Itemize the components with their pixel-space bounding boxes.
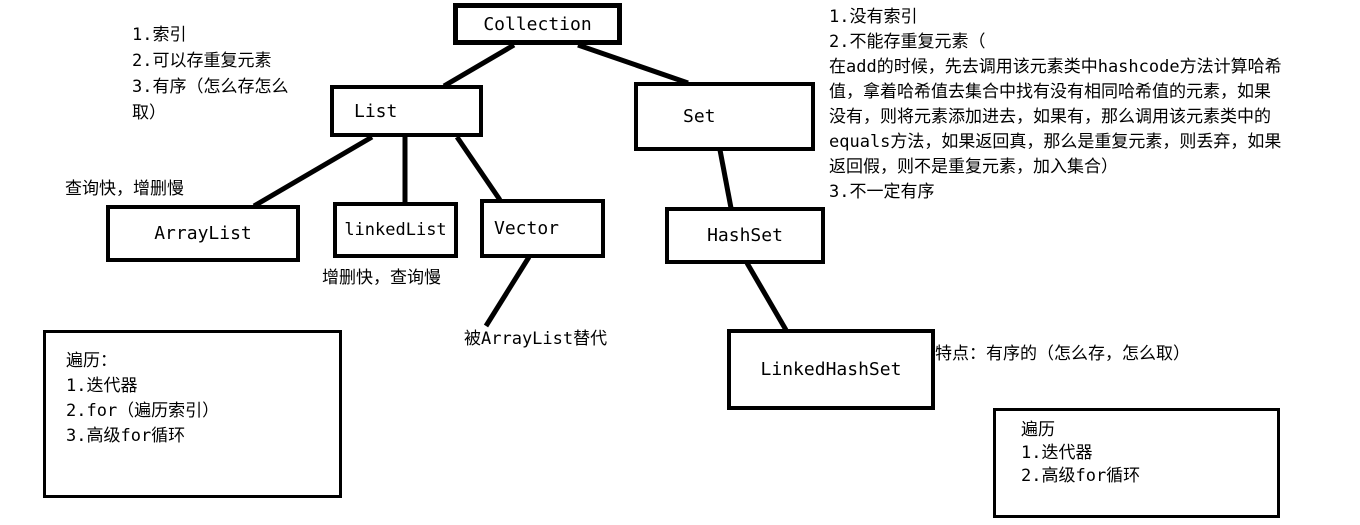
edge-set-hashset	[717, 149, 734, 209]
node-set-label: Set	[683, 106, 716, 127]
node-hashset-label: HashSet	[707, 225, 783, 246]
node-arraylist: ArrayList	[106, 205, 300, 262]
node-list-label: List	[354, 100, 398, 122]
box-list-traversal: 遍历： 1.迭代器 2.for（遍历索引） 3.高级for循环	[43, 330, 342, 498]
edge-collection-list	[442, 42, 516, 89]
node-linkedhashset-label: LinkedHashSet	[760, 359, 902, 380]
node-linkedhashset: LinkedHashSet	[727, 329, 935, 410]
edge-hashset-linkedhashset	[744, 261, 789, 332]
node-vector: Vector	[480, 199, 605, 258]
note-list-features: 1.索引 2.可以存重复元素 3.有序（怎么存怎么 取）	[132, 25, 289, 123]
node-hashset: HashSet	[665, 207, 825, 264]
note-linkedlist-performance: 增删快，查询慢	[322, 268, 441, 288]
node-set: Set	[634, 82, 815, 151]
node-vector-label: Vector	[494, 218, 560, 239]
note-linkedhashset-feature: 特点：有序的（怎么存，怎么取）	[935, 344, 1190, 364]
node-collection-label: Collection	[483, 13, 592, 35]
edge-list-arraylist	[252, 134, 374, 209]
node-arraylist-label: ArrayList	[154, 223, 252, 244]
note-arraylist-performance: 查询快，增删慢	[65, 179, 184, 199]
node-linkedlist-label: linkedList	[344, 220, 447, 240]
note-vector-replaced: 被ArrayList替代	[464, 329, 608, 349]
edge-collection-set	[577, 42, 689, 86]
edge-list-vector	[454, 135, 503, 202]
edge-vector-note	[483, 255, 532, 328]
node-linkedlist: linkedList	[333, 202, 458, 258]
note-set-features: 1.没有索引 2.不能存重复元素（ 在add的时候，先去调用该元素类中hashc…	[829, 7, 1282, 202]
node-list: List	[330, 85, 483, 137]
box-set-traversal: 遍历 1.迭代器 2.高级for循环	[993, 408, 1280, 518]
node-collection: Collection	[453, 3, 622, 45]
